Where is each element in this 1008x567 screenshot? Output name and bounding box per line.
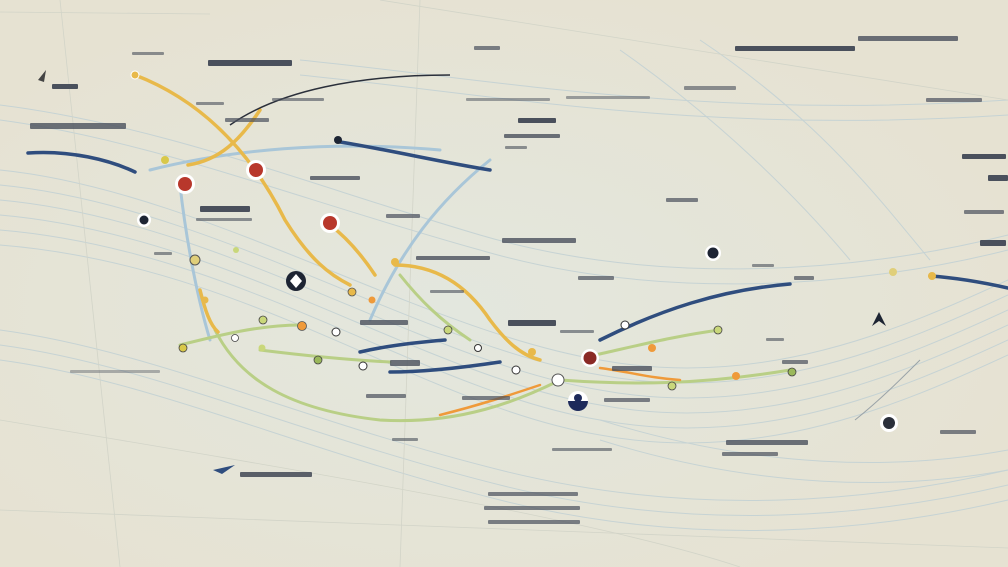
station-dot-icon[interactable]: [368, 296, 376, 304]
station-dot-icon[interactable]: [713, 325, 723, 335]
illegible-map-labels: [30, 36, 1008, 524]
station-dot-icon[interactable]: [334, 136, 342, 144]
station-dot-icon[interactable]: [358, 361, 368, 371]
station-dot-icon[interactable]: [231, 334, 239, 342]
station-dot-icon[interactable]: [201, 296, 209, 304]
station-dot-icon[interactable]: [391, 258, 399, 266]
station-dot-icon[interactable]: [161, 156, 169, 164]
location-pin-icon[interactable]: [286, 271, 306, 291]
route-navy: [26, 140, 1008, 374]
location-pin-icon[interactable]: [246, 160, 266, 180]
station-dot-icon[interactable]: [331, 327, 341, 337]
station-dot-icon[interactable]: [474, 344, 482, 352]
station-dot-icon[interactable]: [551, 373, 565, 387]
station-dot-icon[interactable]: [511, 365, 521, 375]
location-pins-red[interactable]: [175, 160, 599, 367]
station-dot-icon[interactable]: [667, 381, 677, 391]
station-dots[interactable]: [130, 70, 936, 391]
location-pin-icon[interactable]: [705, 245, 721, 261]
location-pin-icon[interactable]: [137, 213, 151, 227]
direction-arrow-icon: [38, 70, 46, 82]
station-dot-icon[interactable]: [347, 287, 357, 297]
station-dot-icon[interactable]: [443, 325, 453, 335]
location-pins-dark[interactable]: [137, 213, 898, 432]
route-green: [178, 273, 792, 423]
route-dark-connector: [229, 74, 451, 126]
terrain-contours: [0, 39, 1008, 531]
leader-line: [854, 359, 921, 421]
station-dot-icon[interactable]: [258, 315, 268, 325]
station-dot-icon[interactable]: [528, 348, 536, 356]
station-dot-icon[interactable]: [648, 344, 656, 352]
station-dot-icon[interactable]: [620, 320, 630, 330]
station-dot-icon[interactable]: [178, 343, 188, 353]
station-dot-icon[interactable]: [297, 321, 307, 331]
station-dot-icon[interactable]: [130, 70, 140, 80]
north-arrow-icon: [872, 312, 886, 326]
station-dot-icon[interactable]: [258, 344, 266, 352]
station-dot-icon[interactable]: [889, 268, 897, 276]
location-pin-icon[interactable]: [568, 391, 588, 411]
station-dot-icon[interactable]: [787, 367, 797, 377]
location-pin-icon[interactable]: [880, 414, 898, 432]
station-dot-icon[interactable]: [233, 247, 239, 253]
station-dot-icon[interactable]: [189, 254, 201, 266]
station-dot-icon[interactable]: [928, 272, 936, 280]
location-pin-icon[interactable]: [175, 174, 195, 194]
station-dot-icon[interactable]: [732, 372, 740, 380]
location-pin-icon[interactable]: [581, 349, 599, 367]
station-dot-icon[interactable]: [313, 355, 323, 365]
direction-arrow-icon: [213, 465, 235, 474]
location-pin-icon[interactable]: [320, 213, 340, 233]
